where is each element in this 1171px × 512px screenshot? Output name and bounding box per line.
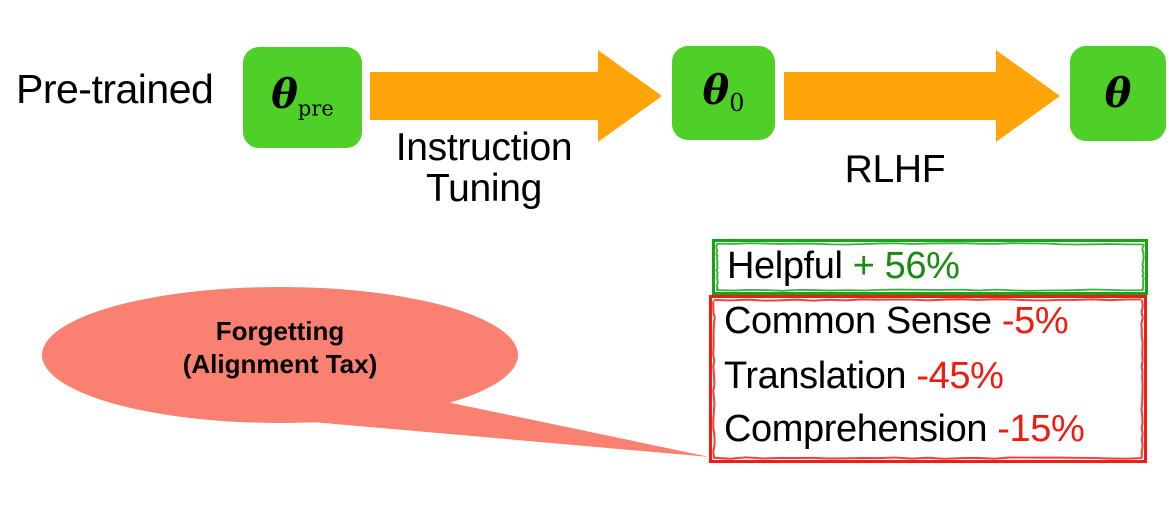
metrics-box-positive: Helpful + 56% xyxy=(712,239,1148,295)
metric-row-comprehension: Comprehension -15% xyxy=(724,408,1084,451)
pre-trained-label: Pre-trained xyxy=(16,66,213,113)
theta-symbol: θ xyxy=(703,67,730,114)
metric-value-comprehension: -15% xyxy=(997,408,1084,450)
theta-final-glyph: θ xyxy=(1105,74,1132,114)
metric-value-common-sense: -5% xyxy=(1002,300,1068,342)
theta-zero-glyph: θ0 xyxy=(703,71,745,115)
stage-box-theta-final: θ xyxy=(1070,46,1166,141)
metric-row-common-sense: Common Sense -5% xyxy=(724,300,1068,343)
theta-zero-subscript: 0 xyxy=(729,89,744,117)
transition-label-rlhf: RLHF xyxy=(790,150,1000,191)
rlhf-line1: RLHF xyxy=(790,150,1000,191)
transition-label-instruction-tuning: Instruction Tuning xyxy=(378,128,590,210)
theta-pre-subscript: pre xyxy=(298,97,334,121)
theta-symbol: θ xyxy=(271,71,298,118)
stage-box-theta-pre: θpre xyxy=(243,47,362,148)
metric-label-helpful: Helpful xyxy=(727,245,843,287)
instruction-tuning-line1: Instruction xyxy=(378,128,590,169)
metric-value-helpful: + 56% xyxy=(853,245,960,287)
metric-row-translation: Translation -45% xyxy=(724,355,1003,398)
speech-bubble-forgetting xyxy=(40,285,720,465)
metric-value-translation: -45% xyxy=(916,355,1003,397)
metrics-box-negative: Common Sense -5% Translation -45% Compre… xyxy=(709,295,1147,463)
metric-label-translation: Translation xyxy=(724,355,906,397)
metric-label-common-sense: Common Sense xyxy=(724,300,992,342)
right-arrow-icon-rlhf xyxy=(784,50,1060,142)
theta-pre-glyph: θpre xyxy=(271,75,334,119)
metric-row-helpful: Helpful + 56% xyxy=(727,245,959,288)
instruction-tuning-line2: Tuning xyxy=(378,169,590,210)
metric-label-comprehension: Comprehension xyxy=(724,408,987,450)
stage-box-theta-zero: θ0 xyxy=(672,46,775,140)
